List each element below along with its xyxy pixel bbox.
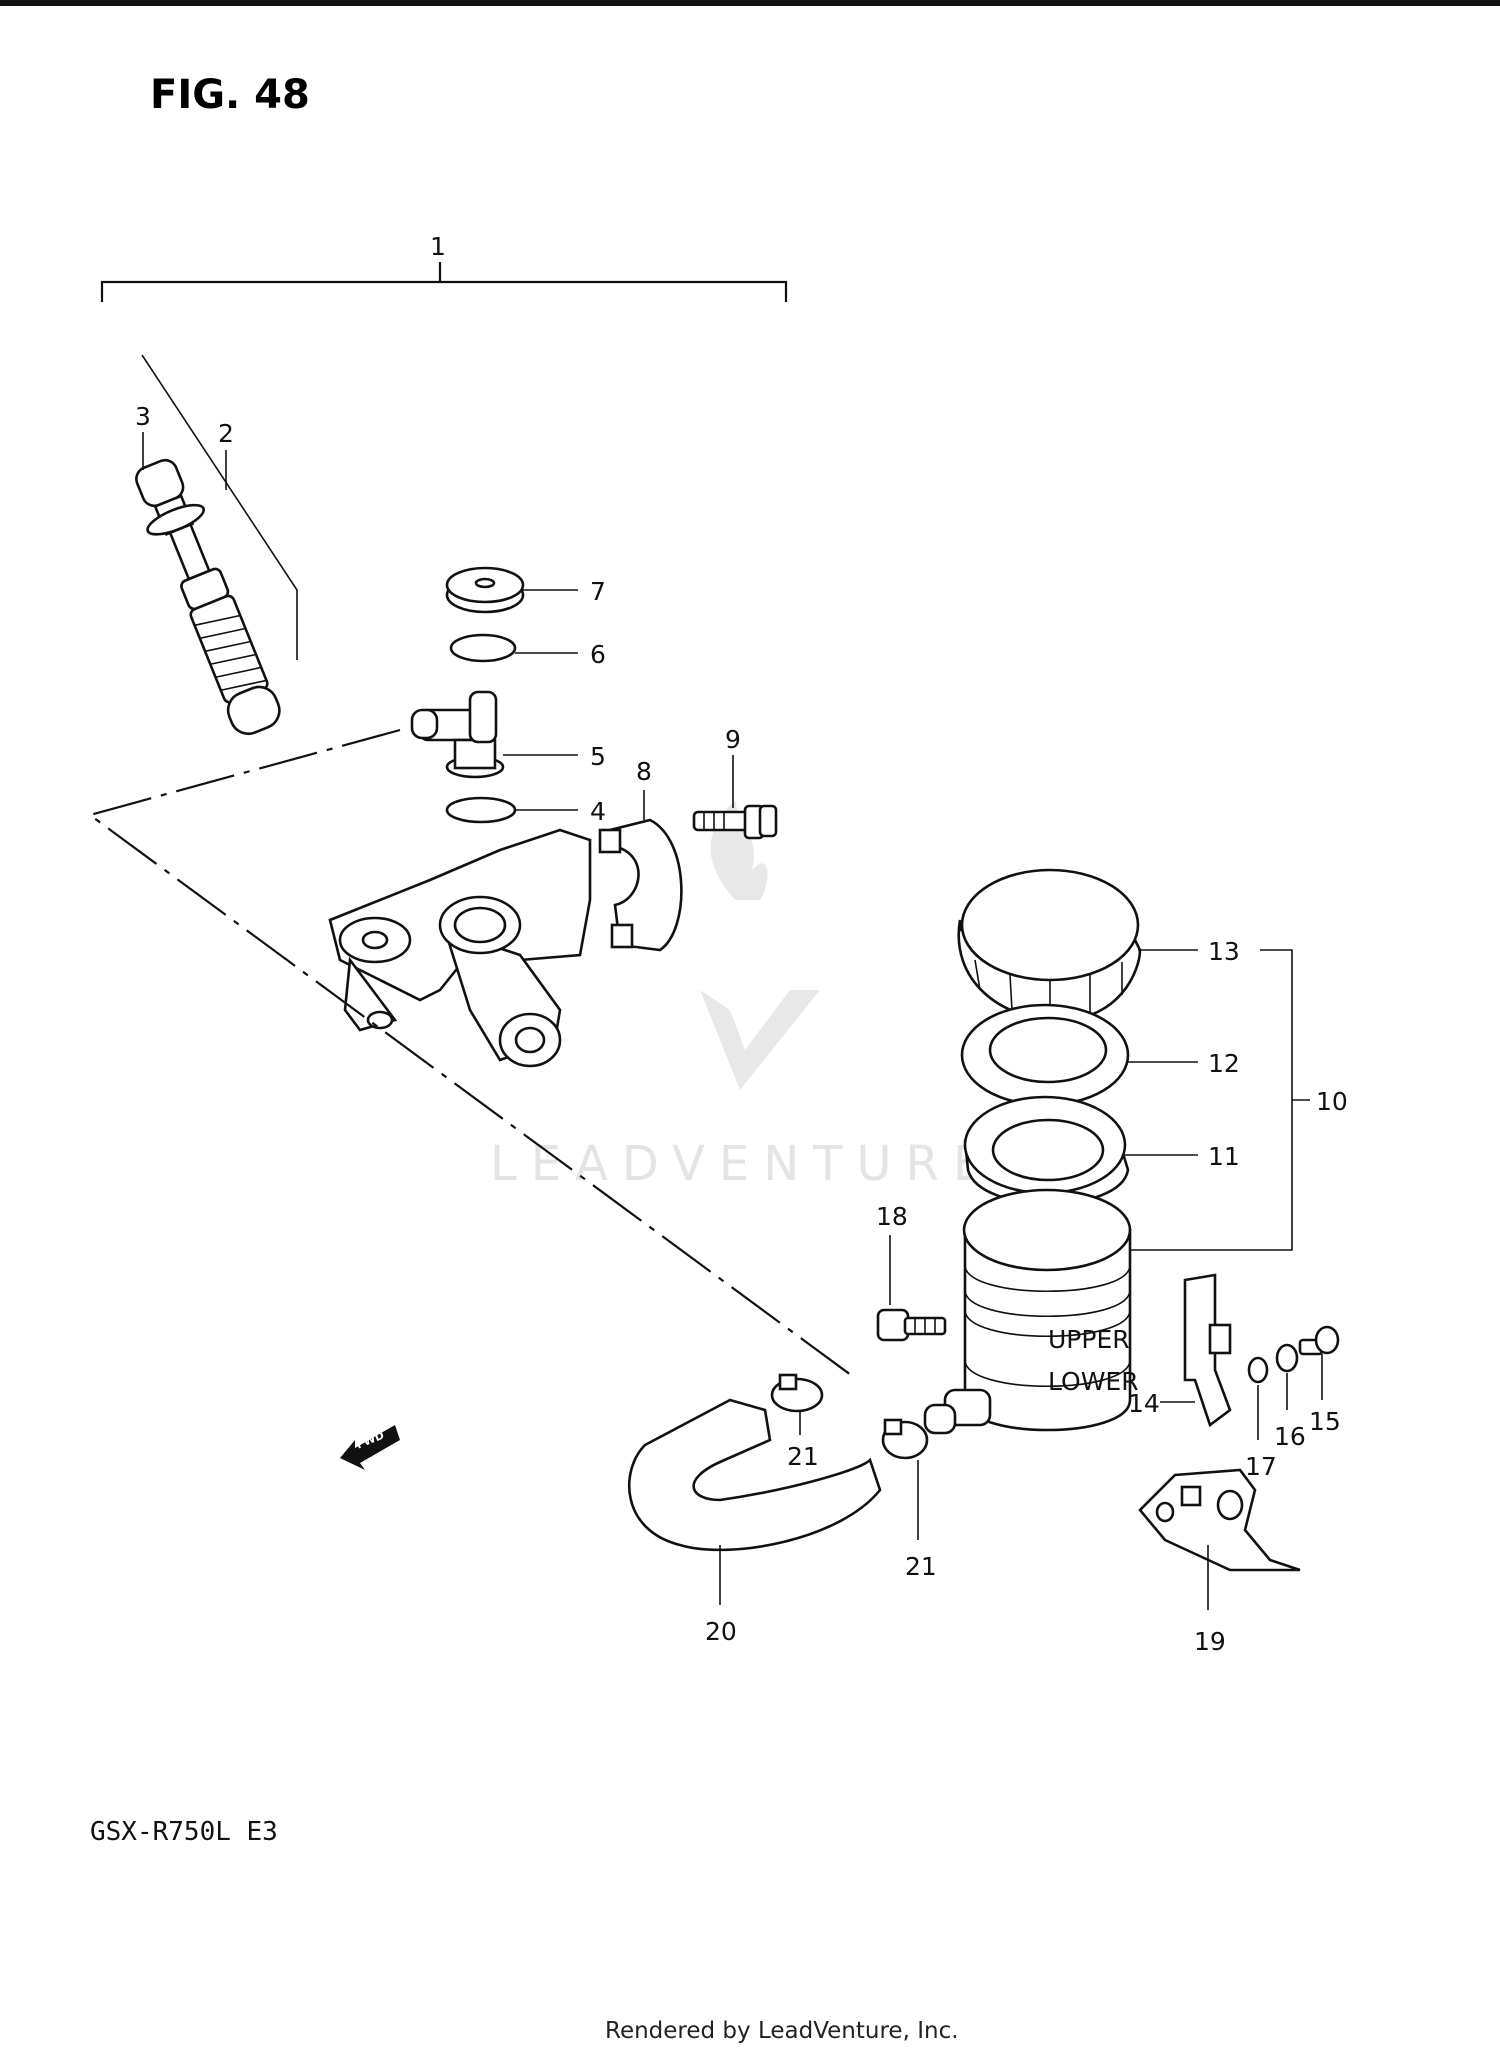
- reservoir-upper-mark: UPPER: [1048, 1325, 1130, 1354]
- part-7-cap: [445, 566, 525, 614]
- watermark-text: LEADVENTURE: [490, 1136, 997, 1192]
- part-19-mount-plate: [1138, 1468, 1301, 1572]
- part-9-bolt: [692, 804, 778, 840]
- callout-8: 8: [636, 757, 652, 786]
- part-17-washer: [1247, 1356, 1269, 1384]
- callout-1: 1: [430, 232, 446, 261]
- callout-2: 2: [218, 419, 234, 448]
- part-12-diaphragm-plate: [960, 1003, 1130, 1107]
- watermark-logo: [700, 800, 820, 1090]
- top-border: [0, 0, 1500, 6]
- callout-10: 10: [1316, 1087, 1348, 1116]
- callout-20: 20: [705, 1617, 737, 1646]
- callout-16: 16: [1274, 1422, 1306, 1451]
- master-cylinder-body: [328, 828, 592, 1068]
- piston-assembly: [135, 354, 298, 736]
- part-6-circlip: [449, 633, 517, 663]
- part-14-bracket: [1183, 1273, 1232, 1428]
- reservoir-lower-mark: LOWER: [1048, 1367, 1139, 1396]
- part-21-clamp-upper: [770, 1373, 824, 1413]
- callout-10-bracket: [1128, 949, 1293, 1251]
- callout-14: 14: [1128, 1389, 1160, 1418]
- part-4-oring: [445, 796, 517, 824]
- callout-1-bracket: [100, 262, 788, 302]
- model-label: GSX-R750L E3: [90, 1817, 278, 1847]
- callout-4: 4: [590, 797, 606, 826]
- callout-21-lower: 21: [905, 1552, 937, 1581]
- part-10-reservoir-body: UPPER LOWER: [923, 1188, 1139, 1435]
- part-11-diaphragm: [963, 1095, 1130, 1206]
- part-21-clamp-lower: [881, 1418, 929, 1460]
- callout-19: 19: [1194, 1627, 1226, 1656]
- part-13-reservoir-cap: [957, 868, 1142, 1022]
- callout-5: 5: [590, 742, 606, 771]
- part-5-fitting: [410, 690, 505, 779]
- part-16-washer: [1275, 1343, 1299, 1373]
- callout-7: 7: [590, 577, 606, 606]
- callout-6: 6: [590, 640, 606, 669]
- callout-3: 3: [135, 402, 151, 431]
- part-18-bolt: [876, 1308, 947, 1342]
- callout-18: 18: [876, 1202, 908, 1231]
- fwd-arrow-icon: FWD: [340, 1425, 400, 1470]
- part-15-screw: [1298, 1325, 1340, 1356]
- assembly-path-line: [87, 728, 856, 1379]
- figure-title: FIG. 48: [150, 72, 310, 118]
- callout-9: 9: [725, 725, 741, 754]
- callout-12: 12: [1208, 1049, 1240, 1078]
- callout-11: 11: [1208, 1142, 1240, 1171]
- footer-credit: Rendered by LeadVenture, Inc.: [605, 2018, 959, 2044]
- part-8-clamp: [598, 818, 683, 952]
- callout-21-upper: 21: [787, 1442, 819, 1471]
- callout-17: 17: [1245, 1452, 1277, 1481]
- part-20-hose: [627, 1398, 882, 1552]
- callout-15: 15: [1309, 1407, 1341, 1436]
- callout-13: 13: [1208, 937, 1240, 966]
